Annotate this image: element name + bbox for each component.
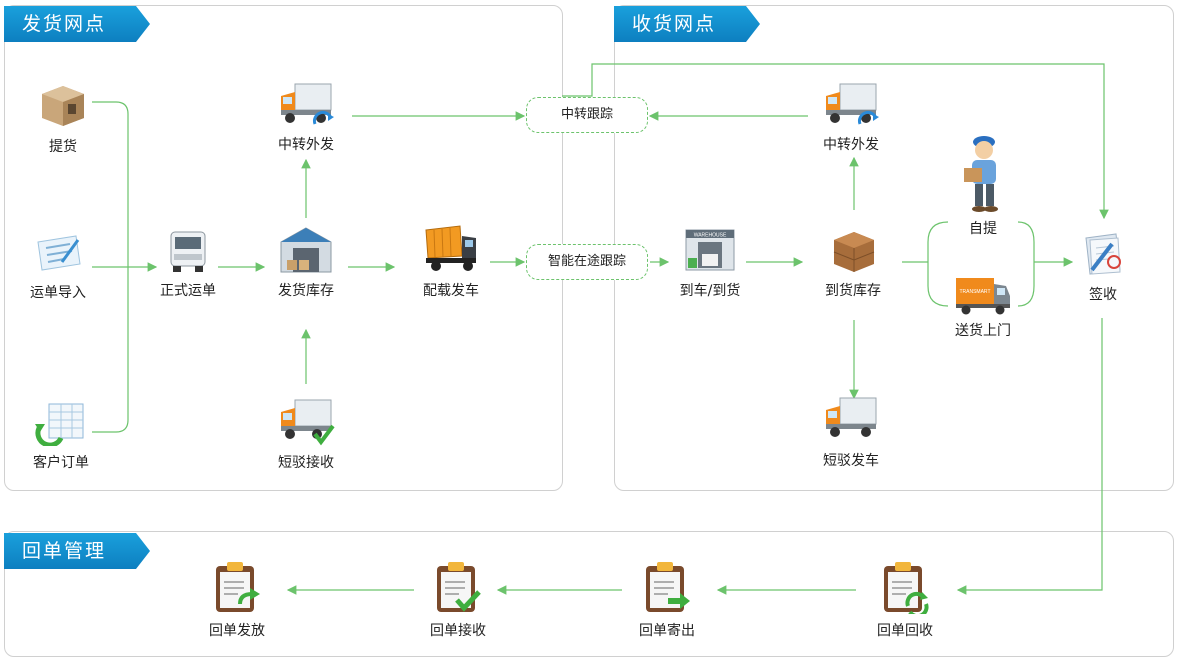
receiving-section-title: 收货网点	[614, 6, 760, 42]
receipt-section-title: 回单管理	[4, 533, 150, 569]
warehouse-sign-text: WAREHOUSE	[694, 233, 727, 239]
node-transfer-out-right[interactable]: 中转外发	[796, 80, 906, 154]
truck-front-icon	[170, 231, 206, 272]
arrive-label: 到车/到货	[679, 283, 741, 299]
receipt-recover-label: 回单回收	[877, 623, 933, 639]
node-self-pickup[interactable]: 自提	[928, 134, 1038, 238]
package-box-icon	[42, 86, 84, 126]
transfer-track-box[interactable]: 中转跟踪	[526, 97, 648, 133]
smart-track-label: 智能在途跟踪	[547, 254, 626, 269]
spreadsheet-refresh-icon	[35, 403, 84, 446]
warehouse-dock-icon: WAREHOUSE	[685, 229, 735, 271]
loop-track-to-sign	[562, 63, 1109, 220]
customer-order-label: 客户订单	[33, 455, 89, 471]
receipt-panel	[4, 531, 1174, 657]
node-receipt-issue[interactable]: 回单发放	[182, 560, 292, 640]
node-transfer-out-left[interactable]: 中转外发	[251, 80, 361, 154]
document-import-icon	[37, 235, 81, 271]
arrow-sign-to-recover	[956, 318, 1103, 595]
pickup-label: 提货	[49, 139, 77, 155]
short-depart-label: 短驳发车	[823, 453, 879, 469]
node-pickup[interactable]: 提货	[8, 80, 118, 156]
clipboard-send-icon	[646, 562, 690, 612]
truck-check-icon	[281, 399, 335, 446]
node-arrive[interactable]: WAREHOUSE 到车/到货	[655, 226, 765, 300]
formal-waybill-label: 正式运单	[160, 283, 216, 299]
transfer-out-left-label: 中转外发	[278, 137, 334, 153]
node-waybill-import[interactable]: 运单导入	[3, 232, 113, 302]
node-arrive-stock[interactable]: 到货库存	[798, 226, 908, 300]
delivery-person-icon	[964, 136, 998, 212]
delivery-bracket-right-curve	[1017, 221, 1035, 307]
shipping-section-title: 发货网点	[4, 6, 150, 42]
clipboard-arrow-icon	[216, 562, 260, 612]
waybill-import-label: 运单导入	[30, 285, 86, 301]
ship-stock-label: 发货库存	[278, 283, 334, 299]
truck-brand-text: TRANSMART	[959, 289, 990, 295]
node-ship-stock[interactable]: 发货库存	[251, 226, 361, 300]
container-truck-icon	[425, 225, 476, 271]
warehouse-icon	[280, 227, 332, 273]
receipt-accept-label: 回单接收	[430, 623, 486, 639]
node-sign[interactable]: 签收	[1048, 230, 1158, 304]
node-home-delivery[interactable]: TRANSMART 送货上门	[928, 276, 1038, 340]
node-receipt-accept[interactable]: 回单接收	[403, 560, 513, 640]
node-short-depart[interactable]: 短驳发车	[796, 394, 906, 470]
clipboard-check-icon	[437, 562, 481, 612]
self-pickup-label: 自提	[969, 221, 997, 237]
node-formal-waybill[interactable]: 正式运单	[133, 228, 243, 300]
node-receipt-send[interactable]: 回单寄出	[612, 560, 722, 640]
short-receive-label: 短驳接收	[278, 455, 334, 471]
node-customer-order[interactable]: 客户订单	[6, 402, 116, 472]
clipboard-recycle-icon	[884, 562, 929, 614]
transfer-out-right-label: 中转外发	[823, 137, 879, 153]
node-receipt-recover[interactable]: 回单回收	[850, 560, 960, 640]
sign-document-icon	[1085, 233, 1121, 275]
sign-label: 签收	[1089, 287, 1117, 303]
home-delivery-label: 送货上门	[955, 323, 1011, 339]
truck-icon	[826, 397, 877, 437]
truck-refresh-icon	[826, 83, 879, 125]
branded-truck-icon: TRANSMART	[956, 278, 1010, 315]
arrive-stock-label: 到货库存	[825, 283, 881, 299]
node-load-depart[interactable]: 配载发车	[396, 224, 506, 300]
truck-refresh-icon	[281, 83, 334, 125]
transfer-track-label: 中转跟踪	[560, 107, 613, 122]
receipt-send-label: 回单寄出	[639, 623, 695, 639]
stacked-boxes-icon	[833, 232, 875, 272]
node-short-receive[interactable]: 短驳接收	[251, 396, 361, 472]
load-depart-label: 配载发车	[423, 283, 479, 299]
smart-track-box[interactable]: 智能在途跟踪	[526, 244, 648, 280]
receipt-issue-label: 回单发放	[209, 623, 265, 639]
delivery-bracket-left-curve	[927, 221, 949, 307]
